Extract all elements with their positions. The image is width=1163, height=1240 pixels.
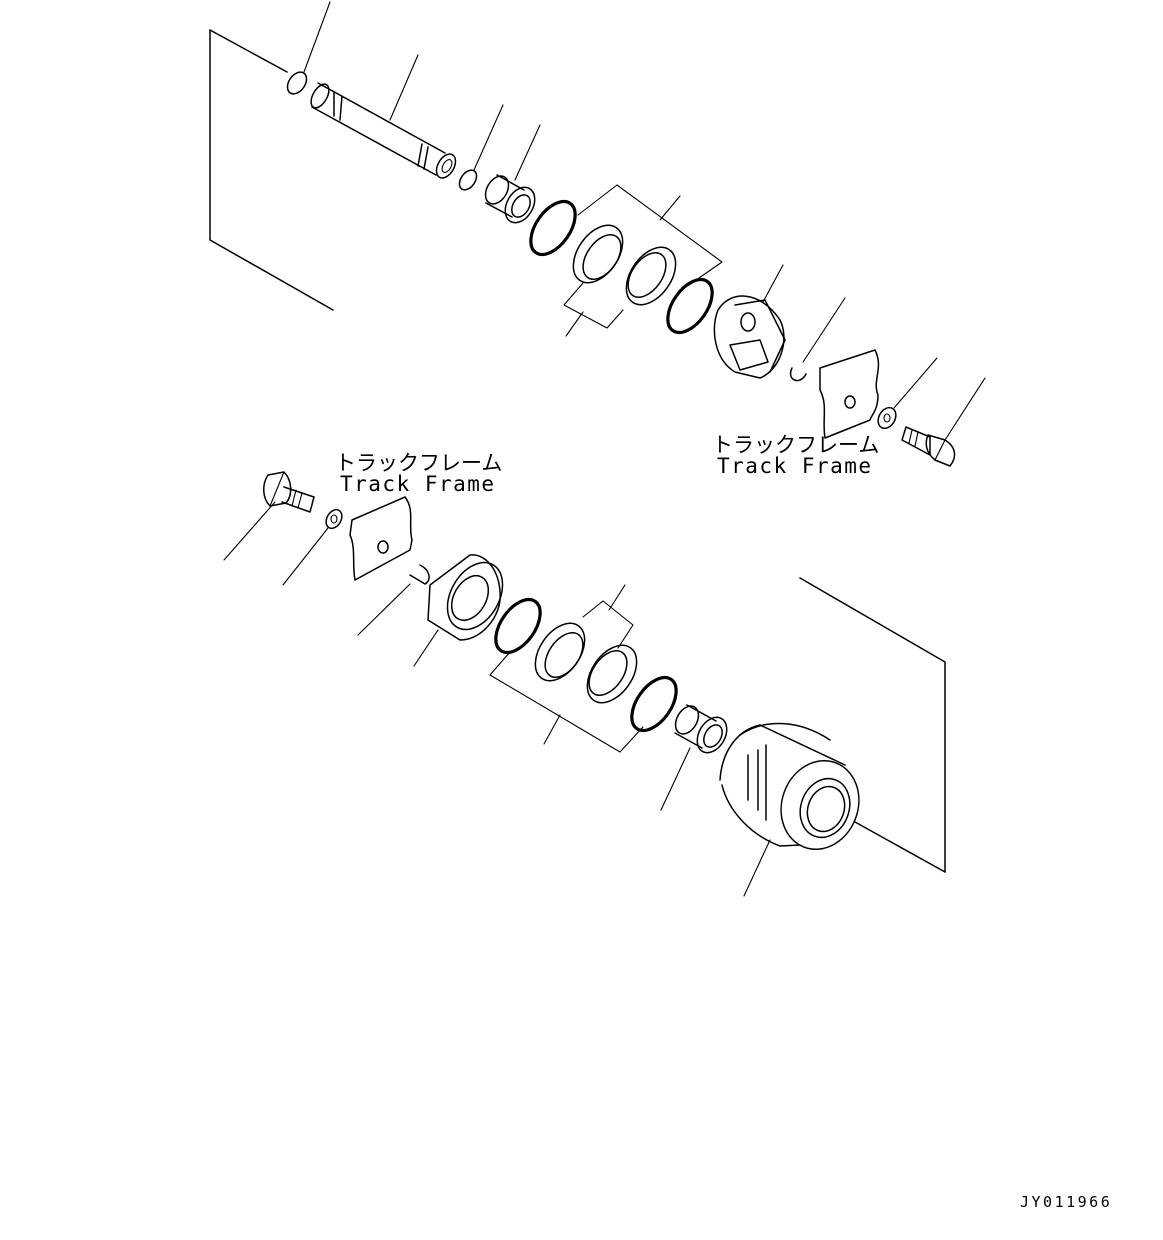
label-lower-en: Track Frame [340, 472, 496, 496]
label-upper-ja: トラックフレーム [712, 433, 879, 457]
label-track-frame-upper: トラックフレーム Track Frame [712, 433, 879, 478]
shaft [310, 54, 457, 179]
bolt-top [901, 377, 986, 467]
collar-top [713, 264, 786, 379]
o-ring-top [286, 1, 331, 95]
washer-bottom [282, 508, 343, 586]
o-ring-small-top [458, 104, 504, 191]
label-track-frame-lower: トラックフレーム Track Frame [335, 451, 502, 496]
track-roller [719, 722, 860, 897]
o-ring-large-bottom-2 [630, 675, 678, 733]
collar-bottom [413, 554, 504, 667]
seal-group-bracket-bottom [489, 584, 644, 753]
label-upper-en: Track Frame [717, 454, 873, 478]
plate-top [819, 349, 880, 439]
snap-ring-bottom [357, 564, 430, 636]
bushing-bottom [660, 704, 728, 811]
bushing-top [484, 124, 541, 224]
top-assembly-bracket [209, 29, 334, 311]
label-lower-ja: トラックフレーム [335, 451, 502, 475]
floating-seal-bottom [534, 622, 638, 704]
drawing-code: JY011966 [1020, 1193, 1112, 1211]
snap-ring-top [789, 297, 846, 382]
bottom-assembly-bracket [799, 577, 946, 873]
o-ring-large-top-1 [529, 199, 577, 257]
seal-group-bracket-top [563, 184, 723, 337]
floating-seal-top [572, 224, 677, 306]
o-ring-large-top-2 [666, 277, 714, 335]
washer-top [877, 357, 938, 430]
o-ring-large-bottom-1 [494, 597, 542, 655]
bolt-bottom [223, 471, 315, 561]
plate-bottom [349, 496, 413, 581]
